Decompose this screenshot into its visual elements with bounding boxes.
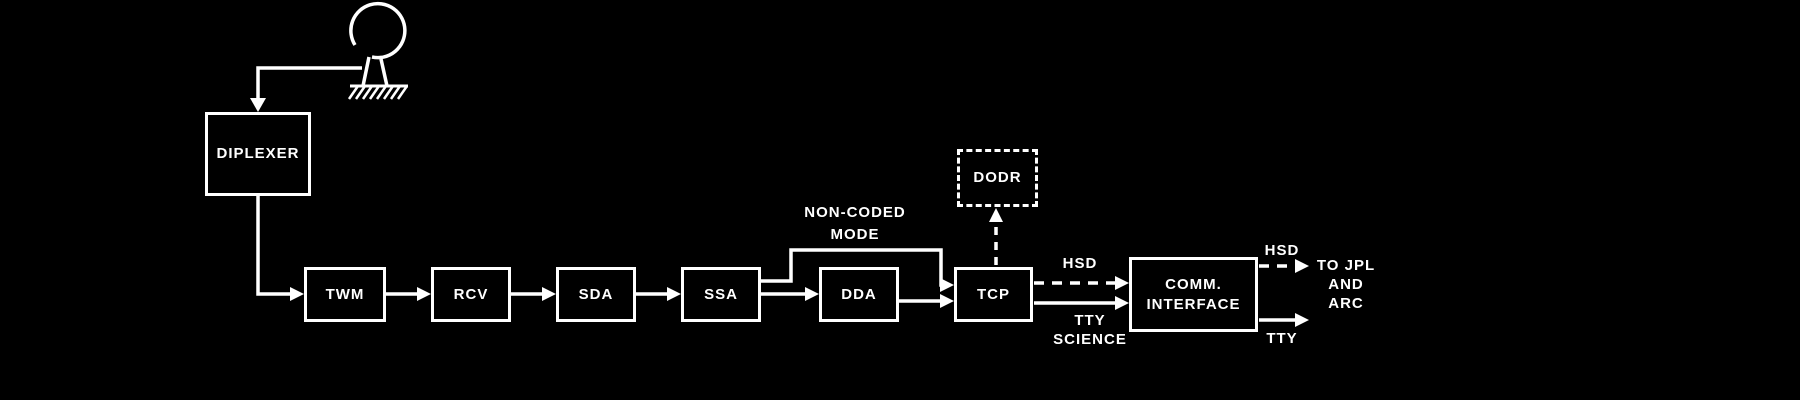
node-ssa-label: SSA [704,285,738,303]
node-tcp: TCP [954,267,1033,322]
node-comm-interface-label-line2: INTERFACE [1146,295,1241,313]
wire-diplexer-twm [256,196,304,301]
node-dodr: DODR [957,149,1038,207]
node-tcp-label: TCP [977,285,1010,303]
node-twm: TWM [304,267,386,322]
label-destination: TO JPL AND ARC [1316,257,1376,312]
node-rcv: RCV [431,267,511,322]
label-non-coded-mode: NON-CODED MODE [804,204,906,243]
node-comm-interface-label-line1: COMM. [1165,275,1222,293]
label-hsd-out: HSD [1264,242,1300,259]
node-twm-label: TWM [325,285,365,303]
node-diplexer: DIPLEXER [205,112,311,196]
node-comm-interface: COMM. INTERFACE [1129,257,1258,332]
wire-bypass-non-coded [761,248,954,292]
node-diplexer-label: DIPLEXER [216,145,300,162]
label-hsd-tcp-comm: HSD [1062,255,1098,272]
node-ssa: SSA [681,267,761,322]
wire-comm-out-tty [1259,313,1309,327]
wire-tcp-comm-hsd [1034,276,1129,290]
wire-comm-out-hsd [1259,259,1309,273]
node-sda-label: SDA [578,285,614,303]
node-dda: DDA [819,267,899,322]
label-tty-out: TTY [1266,330,1298,347]
wire-chain [386,287,954,308]
node-sda: SDA [556,267,636,322]
node-dda-label: DDA [841,285,877,303]
antenna-icon [347,1,409,100]
node-dodr-label: DODR [973,169,1022,186]
label-tty-science: TTY SCIENCE [1053,312,1127,348]
node-rcv-label: RCV [453,285,489,303]
wire-tcp-comm-tty [1034,296,1129,310]
wire-tcp-dodr [989,208,1003,265]
wire-antenna-diplexer [250,66,362,112]
